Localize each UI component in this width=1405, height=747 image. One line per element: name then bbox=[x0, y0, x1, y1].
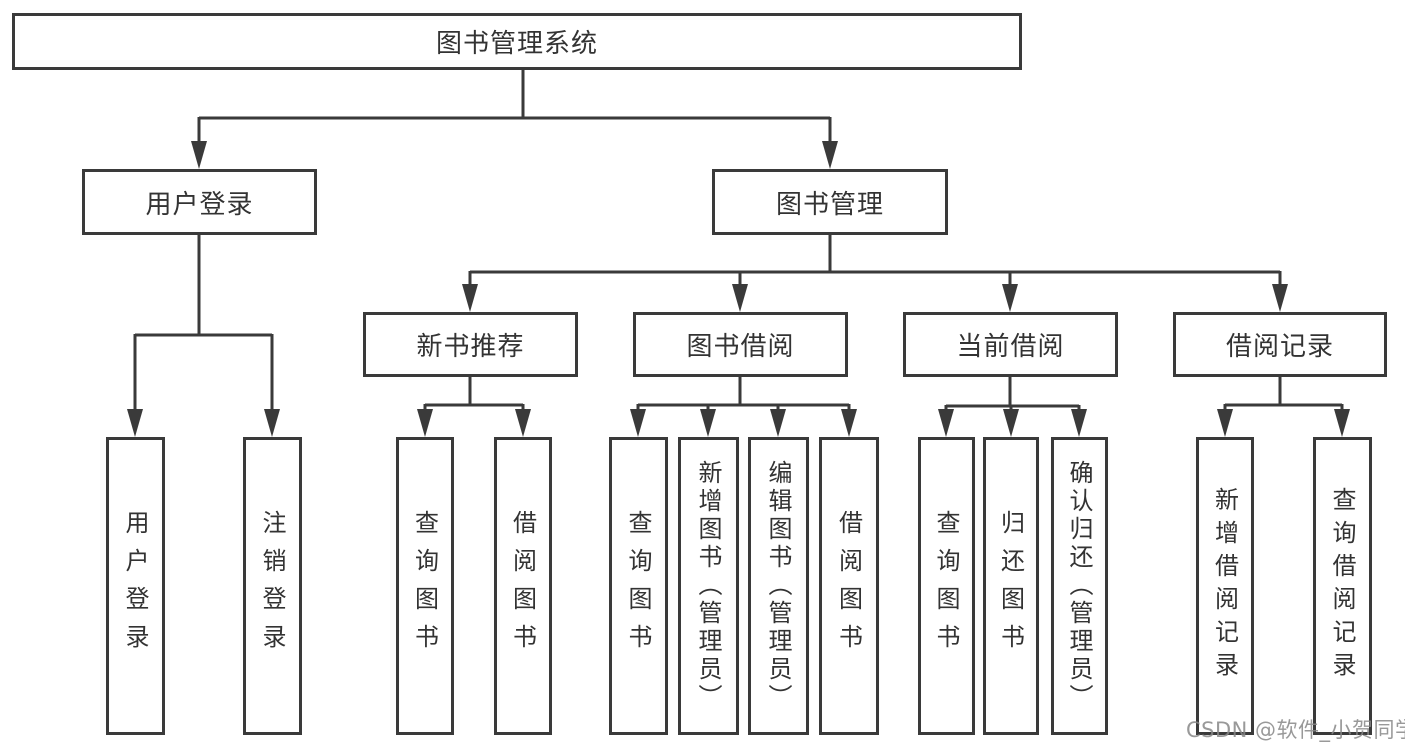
leaf-borrow-books-recommend: 借阅图书 bbox=[494, 437, 552, 735]
leaf-logout-login: 注销登录 bbox=[243, 437, 302, 735]
leaf-add-book-admin: 新增图书（管理员） bbox=[678, 437, 739, 735]
leaf-add-borrow-record: 新增借阅记录 bbox=[1196, 437, 1254, 735]
leaf-edit-book-admin: 编辑图书（管理员） bbox=[748, 437, 809, 735]
node-current-borrowing: 当前借阅 bbox=[903, 312, 1118, 377]
node-library-management-system: 图书管理系统 bbox=[12, 13, 1022, 70]
leaf-query-books-current: 查询图书 bbox=[918, 437, 975, 735]
node-user-login-group: 用户登录 bbox=[82, 169, 317, 235]
leaf-user-login: 用户登录 bbox=[106, 437, 165, 735]
leaf-query-books-borrowing: 查询图书 bbox=[609, 437, 668, 735]
watermark: CSDN @软件_小贺同学 bbox=[1186, 718, 1405, 742]
leaf-query-books-recommend: 查询图书 bbox=[396, 437, 454, 735]
node-borrowing-records: 借阅记录 bbox=[1173, 312, 1387, 377]
leaf-query-borrow-record: 查询借阅记录 bbox=[1313, 437, 1372, 735]
leaf-confirm-return-admin: 确认归还（管理员） bbox=[1051, 437, 1108, 735]
node-book-management: 图书管理 bbox=[712, 169, 948, 235]
node-new-book-recommendation: 新书推荐 bbox=[363, 312, 578, 377]
leaf-return-books: 归还图书 bbox=[983, 437, 1039, 735]
node-book-borrowing: 图书借阅 bbox=[633, 312, 848, 377]
leaf-borrow-books-borrowing: 借阅图书 bbox=[819, 437, 879, 735]
